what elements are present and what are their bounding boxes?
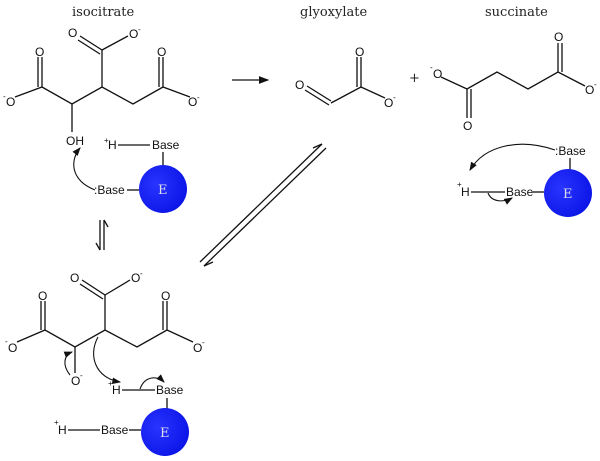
glyoxylate-label: glyoxylate — [300, 5, 367, 20]
atom-label: Base — [101, 423, 129, 437]
atom-label: H — [108, 138, 117, 152]
atom-label: - — [5, 337, 8, 346]
atom-label: H — [112, 383, 121, 397]
atom-label: H — [58, 423, 67, 437]
atom-label: - — [3, 92, 6, 101]
atom-label: - — [138, 25, 141, 34]
atom-label: O — [70, 271, 79, 285]
atom-label: Base — [152, 138, 180, 152]
atom-label: O — [6, 95, 15, 109]
enzyme-sphere — [139, 165, 187, 213]
enzyme-sphere — [544, 169, 592, 217]
atom-label: O — [8, 341, 17, 355]
enzyme-complex-3: +H Base E +H Base — [54, 374, 189, 456]
atom-label: O — [463, 119, 472, 133]
atom-label: + — [457, 180, 462, 189]
atom-label: OH — [66, 134, 84, 148]
atom-label: + — [104, 136, 109, 145]
atom-label: - — [202, 338, 205, 347]
isocitrate-structure: O O O O- -O O- OH — [3, 25, 200, 148]
atom-label: - — [430, 63, 433, 72]
atom-label: E — [160, 426, 170, 441]
atom-label: - — [80, 371, 83, 380]
atom-label: - — [197, 93, 200, 102]
equilibrium-arrow-vertical — [95, 219, 109, 251]
enzyme-complex-1: +H Base :Base E — [72, 136, 187, 213]
alkoxide-intermediate-structure: O O- O O -O O- O- — [5, 269, 205, 388]
atom-label: :Base — [94, 183, 125, 197]
atom-label: E — [563, 187, 573, 202]
atom-label: O — [68, 26, 77, 40]
atom-label: O — [131, 271, 140, 285]
atom-label: Base — [506, 185, 534, 199]
atom-label: O — [38, 289, 47, 303]
succinate-structure: -O O O O- — [430, 30, 597, 133]
atom-label: Base — [156, 383, 184, 397]
atom-label: O — [193, 341, 202, 355]
atom-label: O — [585, 83, 594, 97]
atom-label: - — [594, 80, 597, 89]
plus-sign: + — [409, 71, 420, 86]
atom-label: O — [157, 45, 166, 59]
atom-label: O — [355, 45, 364, 59]
atom-label: H — [461, 185, 470, 199]
succinate-label: succinate — [485, 5, 548, 20]
atom-label: O — [35, 45, 44, 59]
enzyme-sphere — [141, 408, 189, 456]
atom-label: O — [188, 95, 197, 109]
atom-label: + — [54, 418, 59, 427]
isocitrate-label: isocitrate — [72, 5, 135, 20]
glyoxylate-structure: O O O- — [295, 45, 396, 110]
atom-label: O — [71, 374, 80, 388]
atom-label: O — [433, 67, 442, 81]
atom-label: O — [129, 27, 138, 41]
enzyme-complex-2: :Base E +H Base — [457, 143, 592, 217]
atom-label: - — [393, 93, 396, 102]
atom-label: O — [384, 96, 393, 110]
atom-label: :Base — [555, 144, 586, 158]
atom-label: O — [554, 30, 563, 44]
atom-label: O — [161, 289, 170, 303]
atom-label: + — [108, 379, 113, 388]
atom-label: E — [158, 183, 168, 198]
atom-label: O — [295, 78, 304, 92]
atom-label: - — [140, 269, 143, 278]
equilibrium-arrow-diagonal — [199, 143, 327, 267]
